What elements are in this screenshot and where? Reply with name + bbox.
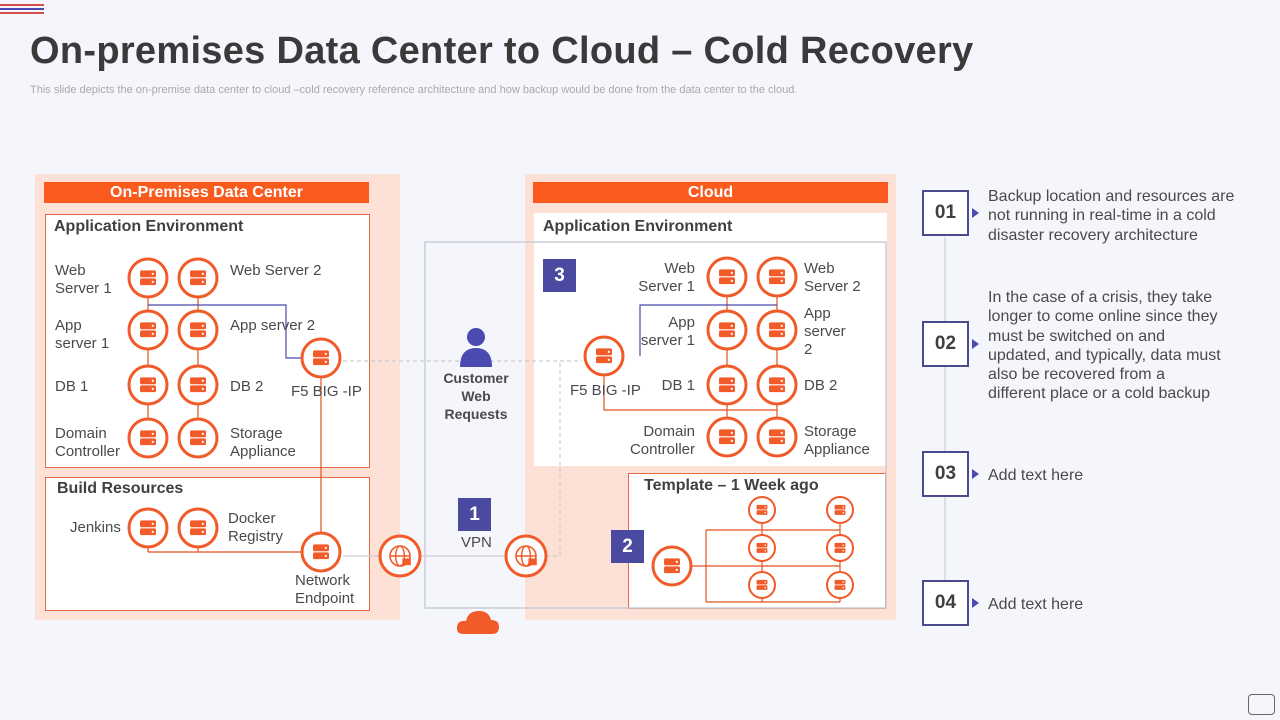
cloud-app-env-title: Application Environment <box>543 218 733 235</box>
server-icon <box>748 496 776 524</box>
step-02-text: In the case of a crisis, they take longe… <box>988 289 1221 403</box>
cloud-f5-label: F5 BIG -IP <box>570 382 641 399</box>
onprem-web-server-2-label: Web Server 2 <box>230 262 322 279</box>
f5-bigip-icon <box>583 335 625 377</box>
server-icon <box>177 417 219 459</box>
flag-line-middle <box>0 8 44 10</box>
server-icon <box>748 534 776 562</box>
template-title: Template – 1 Week ago <box>644 477 819 494</box>
cloud-icon <box>456 611 499 634</box>
onprem-f5-label: F5 BIG -IP <box>291 383 362 400</box>
server-icon <box>127 364 169 406</box>
slide-navigator-button[interactable] <box>1248 694 1275 715</box>
server-icon <box>756 309 798 351</box>
network-endpoint-icon <box>300 531 342 573</box>
f5-bigip-icon <box>300 337 342 379</box>
server-icon <box>177 257 219 299</box>
onprem-db-1-label: DB 1 <box>55 378 89 395</box>
flag-line-top <box>0 4 44 6</box>
onprem-app-env-title: Application Environment <box>54 218 244 235</box>
server-icon <box>127 417 169 459</box>
step-01-number: 01 <box>922 190 969 236</box>
page-title: On-premises Data Center to Cloud – Cold … <box>30 30 974 72</box>
flag-line-bottom <box>0 12 44 14</box>
build-resources-title: Build Resources <box>57 480 184 497</box>
server-icon <box>706 309 748 351</box>
step-04-arrow-icon <box>972 598 979 608</box>
server-icon <box>177 507 219 549</box>
server-icon <box>756 416 798 458</box>
onprem-app-server-2-label: App server 2 <box>230 317 316 334</box>
server-icon <box>826 496 854 524</box>
step-04-number: 04 <box>922 580 969 626</box>
step-01-text: Backup location and resources are not ru… <box>988 188 1235 244</box>
server-icon <box>127 257 169 299</box>
server-icon <box>756 364 798 406</box>
server-icon <box>826 571 854 599</box>
jenkins-label: Jenkins <box>70 519 121 536</box>
step-03-number: 03 <box>922 451 969 497</box>
server-icon <box>706 364 748 406</box>
template-server-icon <box>651 545 693 587</box>
onprem-header: On-Premises Data Center <box>44 182 369 203</box>
server-icon <box>706 256 748 298</box>
user-icon <box>460 328 492 367</box>
onprem-db-2-label: DB 2 <box>230 378 264 395</box>
step-04-text: Add text here <box>988 596 1084 613</box>
step-02-number: 02 <box>922 321 969 367</box>
step-02-arrow-icon <box>972 339 979 349</box>
server-icon <box>177 309 219 351</box>
server-icon <box>127 309 169 351</box>
server-icon <box>127 507 169 549</box>
cloud-db-1-label: DB 1 <box>661 377 695 394</box>
marker-2: 2 <box>611 530 644 563</box>
server-icon <box>706 416 748 458</box>
globe-lock-icon <box>378 534 422 578</box>
marker-3: 3 <box>543 259 576 292</box>
server-icon <box>748 571 776 599</box>
cloud-header: Cloud <box>533 182 888 203</box>
cloud-db-2-label: DB 2 <box>804 377 838 394</box>
server-icon <box>177 364 219 406</box>
step-03-arrow-icon <box>972 469 979 479</box>
step-03-text: Add text here <box>988 467 1084 484</box>
page-subtitle: This slide depicts the on-premise data c… <box>30 84 798 96</box>
server-icon <box>826 534 854 562</box>
step-01-arrow-icon <box>972 208 979 218</box>
globe-lock-icon <box>504 534 548 578</box>
vpn-number-marker: 1 <box>458 498 491 531</box>
server-icon <box>756 256 798 298</box>
vpn-label: VPN <box>461 534 492 551</box>
